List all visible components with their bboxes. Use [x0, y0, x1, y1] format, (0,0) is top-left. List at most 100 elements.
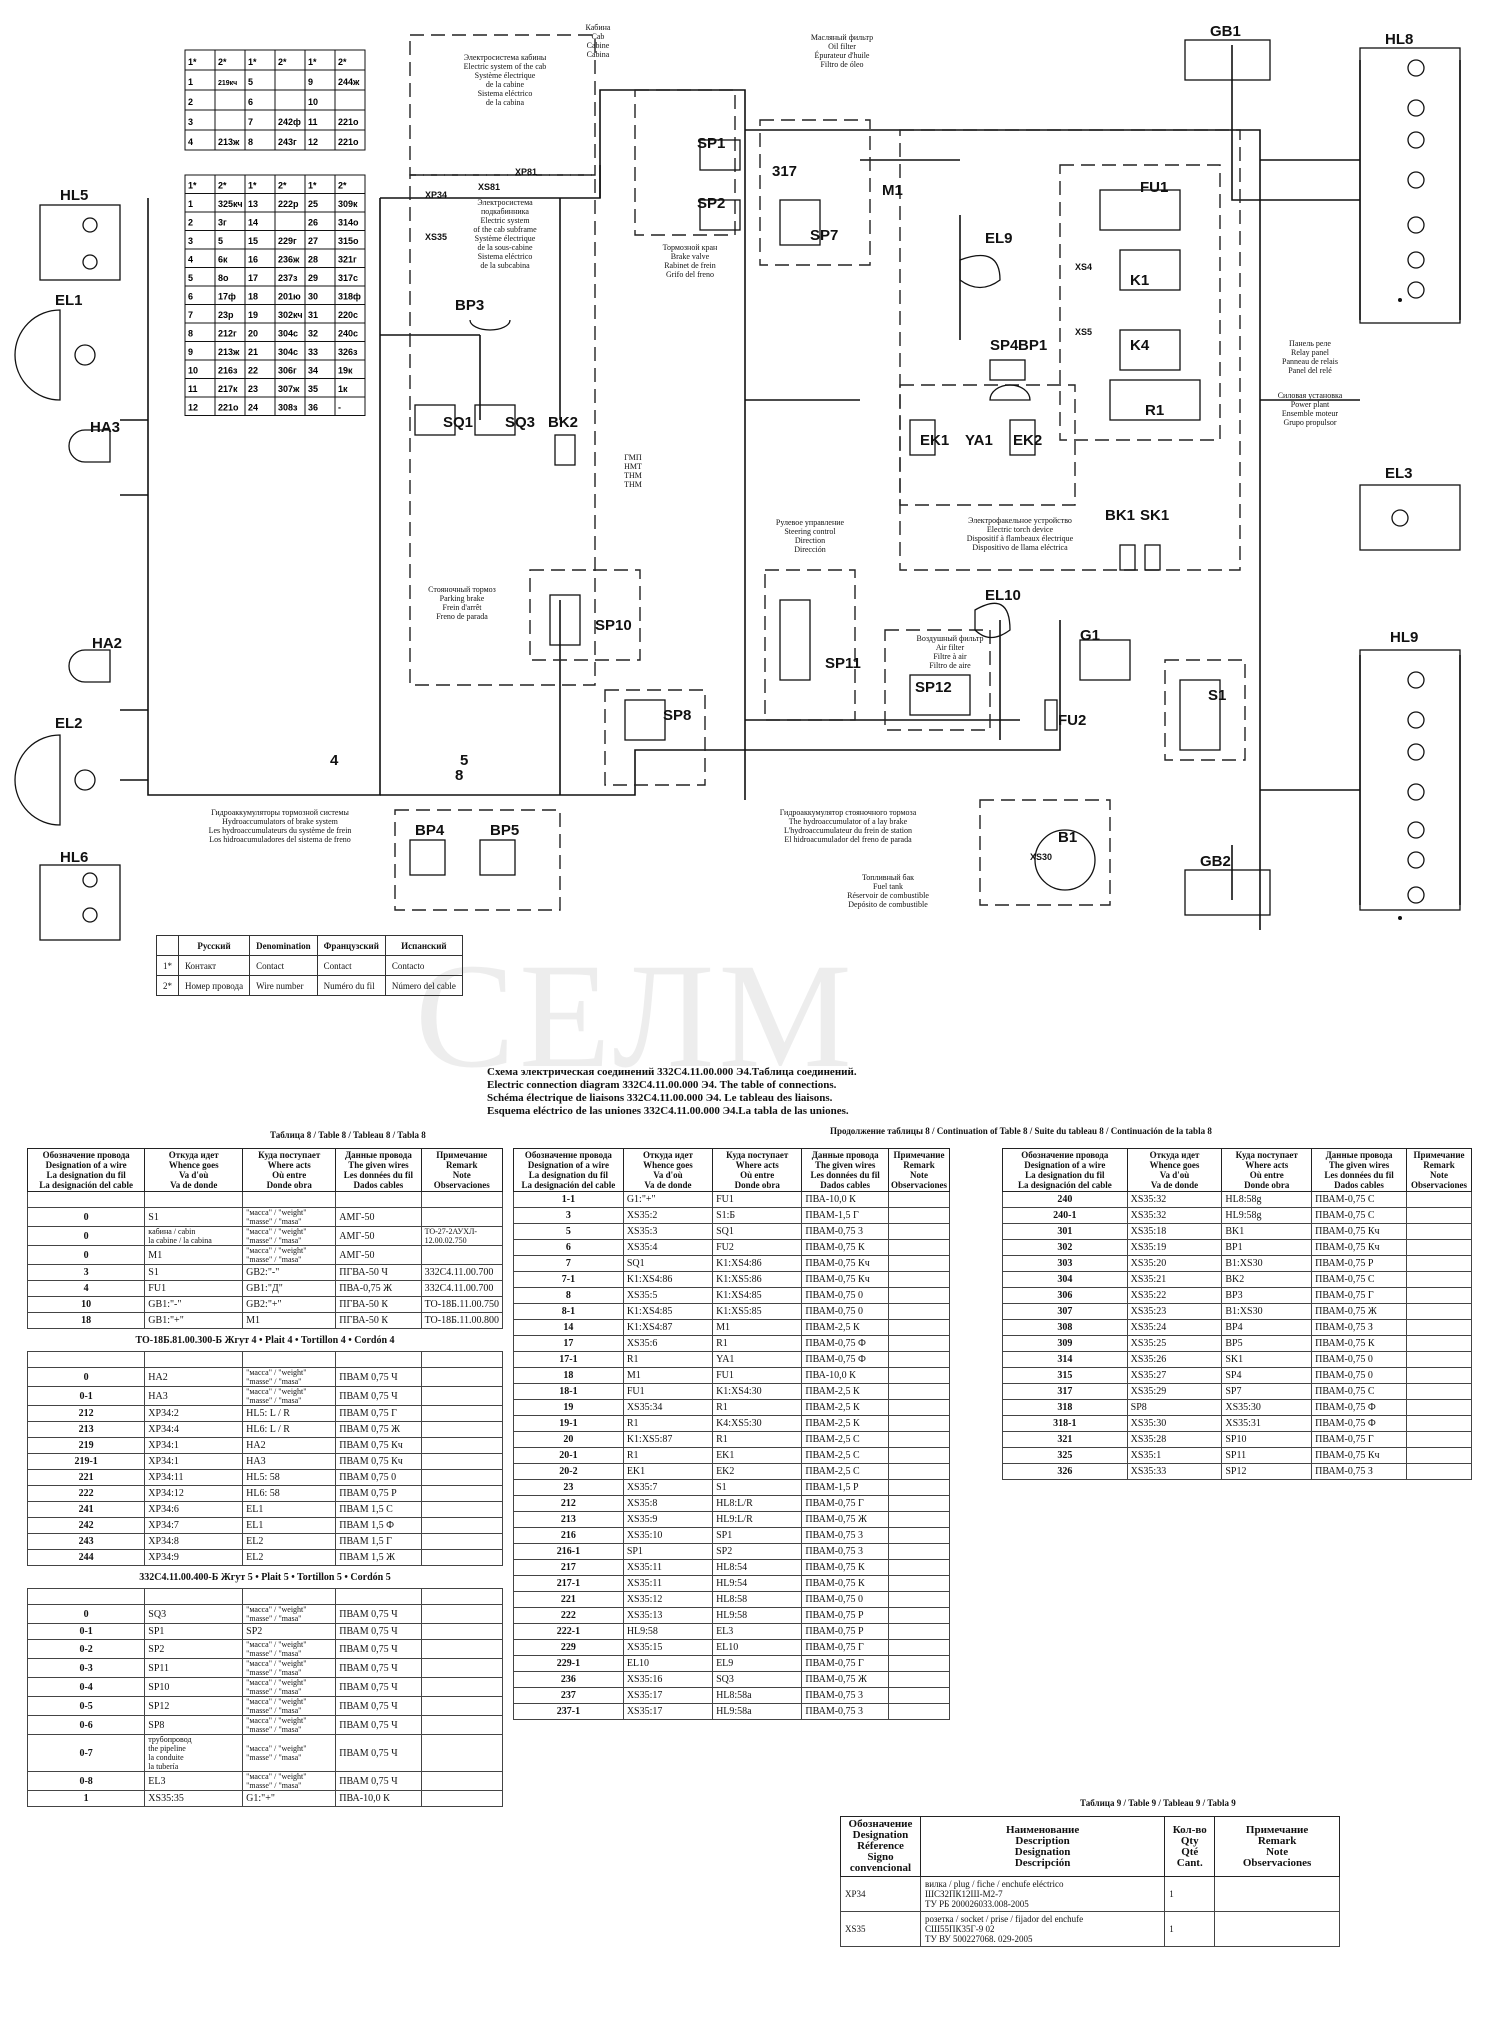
table-cell: [420, 1351, 504, 1368]
table-cell: ПВАМ-0,75 С: [1311, 1383, 1407, 1400]
table-cell: XP34:12: [144, 1485, 244, 1502]
table-cell: SQ1: [622, 1255, 714, 1272]
table-cell: XS35:11: [622, 1575, 714, 1592]
component-labels: GB1 GB2 HL8 HL9 HL5 HL6 EL1 EL2 EL3 EL9 …: [55, 23, 1418, 870]
pin-cell: 325кч: [218, 199, 243, 209]
pin-cell: 213ж: [218, 137, 240, 147]
pin-cell: 3: [188, 117, 193, 127]
table-cell: S1: [712, 1479, 803, 1496]
label-K4: K4: [1130, 337, 1150, 354]
table-cell: BP4: [1221, 1319, 1313, 1336]
table-cell: G1:"+": [622, 1191, 714, 1208]
table-cell: 20-2: [513, 1463, 624, 1480]
table-cell: BP1: [1221, 1239, 1313, 1256]
pin-cell: 23р: [218, 310, 234, 320]
table-cell: XS35:22: [1126, 1287, 1223, 1304]
pin-cell: 240с: [338, 329, 358, 339]
bp-zone: [394, 809, 561, 911]
table-cell: XP34:6: [144, 1501, 244, 1518]
table-cell: 0: [26, 1367, 146, 1387]
table-cell: XS35:20: [1126, 1255, 1223, 1272]
pin-cell: 212г: [218, 329, 237, 339]
table9-title: Таблица 9 / Table 9 / Tableau 9 / Tabla …: [1080, 1798, 1236, 1808]
table-cell: 332С4.11.00.700: [420, 1264, 504, 1281]
label-SP12: SP12: [915, 679, 952, 696]
pin-cell: 36: [308, 403, 318, 413]
table-cell: ПВАМ-2,5 С: [801, 1463, 889, 1480]
steering-zone: [764, 569, 856, 721]
table-cell: [887, 1415, 951, 1432]
pin-cell: 244ж: [338, 77, 360, 87]
pin-cell: 2*: [338, 181, 347, 191]
pin-cell: 13: [248, 199, 258, 209]
label-XS4: XS4: [1075, 262, 1092, 272]
table-cell: ПВАМ 0,75 Ч: [335, 1677, 422, 1697]
label-SK1: SK1: [1140, 507, 1169, 524]
table-cell: GB2:"-": [242, 1264, 337, 1281]
table-cell: HL8:58а: [712, 1687, 803, 1704]
table-cell: XP34:4: [144, 1421, 244, 1438]
table-cell: [420, 1437, 504, 1454]
table-row: 332С4.11.00.400-Б Жгут 5 • Plait 5 • Tor…: [27, 1565, 503, 1589]
pin-cell: 213ж: [218, 347, 240, 357]
table-cell: FU1: [712, 1367, 803, 1384]
table-cell: ПВАМ 1,5 Ф: [335, 1517, 422, 1534]
table-cell: 7-1: [513, 1271, 624, 1288]
table-cell: FU1: [622, 1383, 714, 1400]
table-cell: [26, 1191, 146, 1208]
legend-cell: Номер провода: [177, 975, 251, 996]
table-cell: SP10: [1221, 1431, 1313, 1448]
el2-lamp: [14, 734, 61, 826]
table-cell: S1: [144, 1207, 244, 1227]
table-cell: XS35:7: [622, 1479, 714, 1496]
table-cell: SQ3: [712, 1671, 803, 1688]
table-cell: XS35:33: [1126, 1463, 1223, 1480]
label-SP2: SP2: [697, 195, 725, 212]
table-cell: XS35:3: [622, 1223, 714, 1240]
table-cell: [887, 1703, 951, 1720]
table-cell: XS35:24: [1126, 1319, 1223, 1336]
pin-cell: 22: [248, 366, 258, 376]
legend-cell: 1*: [156, 955, 179, 976]
brake-valve-zone: [634, 89, 736, 236]
table-cell: ПВАМ 0,75 Ч: [335, 1623, 422, 1640]
table-cell: 307: [1002, 1303, 1128, 1320]
table-cell: K1:XS5:87: [622, 1431, 714, 1448]
table-cell: [26, 1351, 146, 1368]
table-cell: EL9: [712, 1655, 803, 1672]
table-cell: ПВАМ 0,75 Р: [335, 1485, 422, 1502]
pin-cell: 28: [308, 255, 318, 265]
table-cell: 18-1: [513, 1383, 624, 1400]
harness-bottom: [380, 620, 1061, 796]
table-cell: "масса" / "weight""masse" / "masa": [242, 1677, 337, 1697]
table-cell: 217-1: [513, 1575, 624, 1592]
table-cell: [1406, 1415, 1472, 1432]
table-cell: ПВАМ-0,75 Ж: [801, 1511, 889, 1528]
table-cell: 303: [1002, 1255, 1128, 1272]
pin-cell: 32: [308, 329, 318, 339]
label-YA1: YA1: [965, 432, 993, 449]
table-cell: 0-4: [26, 1677, 146, 1697]
table-cell: "масса" / "weight""masse" / "masa": [242, 1658, 337, 1678]
table-cell: ТО-18Б.11.00.750: [420, 1296, 504, 1313]
b1-zone: [979, 799, 1111, 906]
table-cell: HL9:58g: [1221, 1207, 1313, 1224]
table-cell: [335, 1191, 422, 1208]
